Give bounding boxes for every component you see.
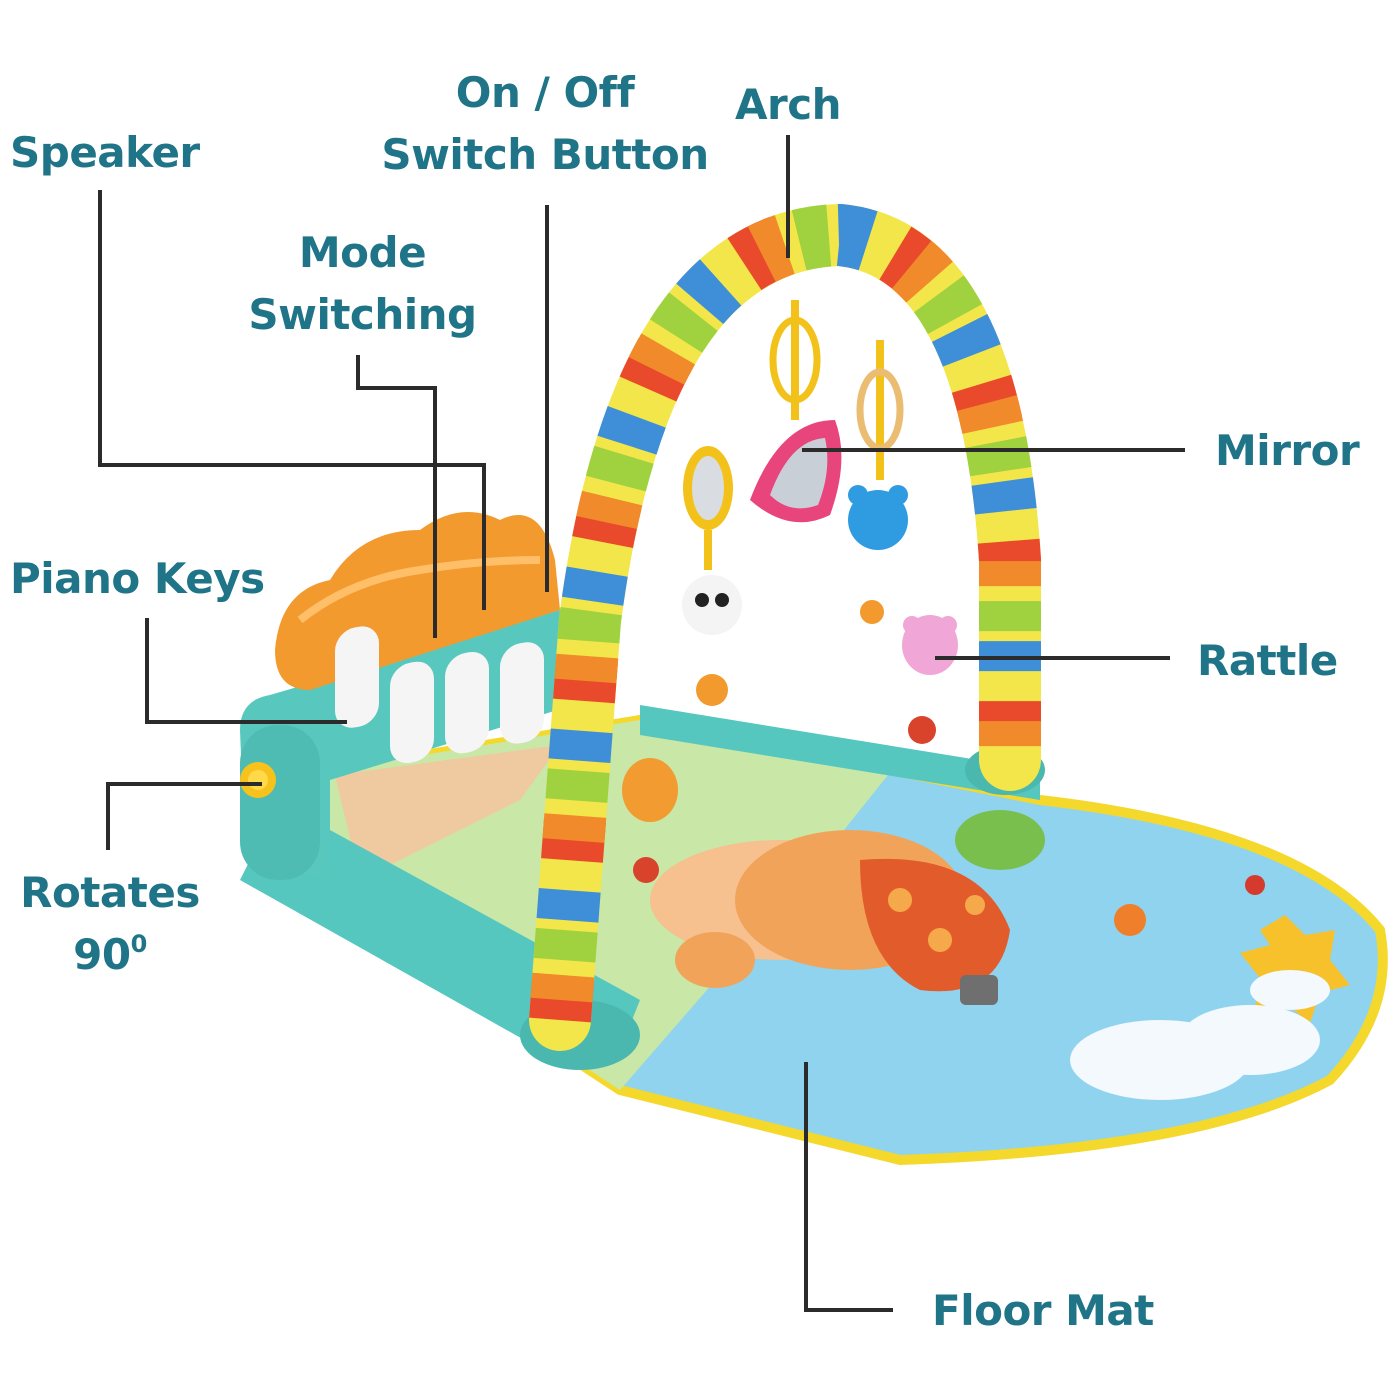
leader-line-floor-mat	[804, 1062, 893, 1312]
label-floor-mat: Floor Mat	[932, 1286, 1154, 1335]
label-mirror: Mirror	[1215, 426, 1360, 475]
label-rattle: Rattle	[1197, 636, 1338, 685]
label-rotates-90: Rotates 900	[15, 862, 205, 986]
leader-line-rotates	[106, 782, 262, 850]
leader-line-speaker	[98, 190, 486, 610]
rotates-angle: 900	[73, 930, 147, 979]
label-arch: Arch	[735, 80, 842, 129]
label-piano-keys: Piano Keys	[10, 554, 265, 603]
leader-line-piano-keys	[145, 618, 347, 724]
hanging-toys-graphic	[622, 300, 958, 883]
label-speaker: Speaker	[10, 128, 200, 177]
arch-graphic	[529, 203, 1041, 1051]
piano-panel-graphic	[240, 512, 590, 880]
label-on-off-switch-button: On / Off Switch Button	[381, 68, 709, 179]
label-mode-switching: Mode Switching	[248, 228, 477, 339]
leader-line-mode-switching	[356, 355, 437, 638]
